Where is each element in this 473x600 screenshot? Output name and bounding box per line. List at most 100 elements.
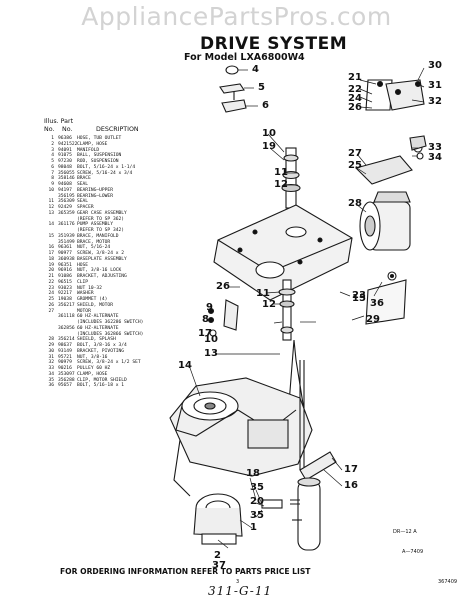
callout-label: 31 — [428, 80, 442, 91]
callout-label: 27 — [348, 148, 362, 159]
callout-label: 23 — [352, 290, 366, 301]
part-illus-no: 34 — [48, 371, 54, 377]
header-illus-part: Illus. Part — [44, 118, 74, 125]
part-illus-no: 33 — [48, 366, 54, 371]
part-number: 93023 — [58, 285, 72, 291]
part-illus-no: 10 — [48, 187, 54, 193]
part-illus-no: 3 — [51, 147, 54, 153]
part-description: SPACER — [77, 205, 94, 210]
part-number: 356055 — [58, 170, 75, 176]
callout-label: 33 — [428, 142, 442, 153]
callout-label: 17 — [344, 464, 358, 475]
part-illus-no: 29 — [48, 343, 54, 348]
callout-label: 10 — [262, 128, 276, 139]
part-description: CLAMP, HOSE — [77, 141, 108, 147]
part-illus-no: 6 — [51, 164, 54, 170]
doc-number: 367409 — [438, 579, 458, 585]
callout-label: 6 — [262, 100, 269, 111]
part-number: 95657 — [58, 383, 72, 389]
part-illus-no: 16 — [48, 245, 54, 251]
part-illus-no: 20 — [48, 268, 54, 274]
part-illus-no: 32 — [48, 360, 54, 366]
hose-tub-outlet — [297, 479, 321, 551]
part-description: CLIP — [77, 279, 89, 285]
part-number: 90216 — [58, 366, 72, 371]
part-illus-no: 14 — [48, 222, 54, 228]
part-number: 96386 — [58, 136, 72, 141]
part-description: NUT, 3/8-16 LOCK — [77, 268, 122, 274]
part-number: 365359 — [58, 210, 75, 216]
part-description: (REFER TO SP 342) — [77, 228, 125, 233]
part-illus-no: 19 — [48, 262, 54, 268]
callout-label: 17 — [198, 328, 212, 339]
part-description: GROMMET (4) — [77, 297, 108, 302]
part-number: 90979 — [58, 360, 72, 366]
header-no: No. — [44, 126, 55, 133]
callout-label: 35 — [250, 510, 264, 521]
part-illus-no: 31 — [48, 354, 54, 360]
callout-label: 9 — [206, 302, 213, 313]
part-description: HOSE — [77, 262, 89, 268]
part-number: 361176 — [58, 222, 75, 228]
callout-label: 26 — [348, 102, 362, 113]
part-description: BOLT, 3/8-16 x 3/4 — [77, 343, 127, 348]
part-description: BOLT, 5/16-24 x 1-1/4 — [77, 164, 136, 170]
part-number: 360938 — [58, 256, 75, 262]
part-illus-no: 36 — [48, 383, 54, 389]
callout-label: 18 — [246, 468, 260, 479]
part-description: BRACE, MOTOR — [77, 239, 111, 245]
part-illus-no: 11 — [48, 199, 54, 205]
page-title: DRIVE SYSTEM — [200, 34, 348, 54]
callout-label: 25 — [348, 160, 362, 171]
callout-label: 11 — [274, 167, 288, 178]
part-illus-no: 12 — [48, 205, 54, 210]
part-illus-no: 30 — [48, 348, 54, 354]
part-illus-no: 7 — [51, 170, 54, 176]
part-description: SEAL — [77, 199, 89, 205]
watermark: AppliancePartsPros.com — [81, 2, 392, 31]
part-number: 92429 — [58, 205, 72, 210]
part-description: NUT 10-32 — [77, 285, 102, 291]
callout-label: 2 — [214, 550, 221, 561]
callout-label: 14 — [178, 360, 192, 371]
part-number: 97230 — [58, 159, 72, 164]
part-illus-no: 9 — [51, 182, 54, 187]
part-description: PULLEY 60 HZ — [77, 366, 111, 371]
part-description: NUT, 3/8-16 — [77, 354, 108, 360]
part-number: 356214 — [58, 337, 75, 343]
part-number: 98048 — [58, 164, 72, 170]
callout-label: 8 — [202, 314, 209, 325]
part-number: 96361 — [58, 245, 72, 251]
seal-part-4 — [225, 65, 239, 75]
part-illus-no: 25 — [48, 297, 54, 302]
part-number: 94091 — [58, 147, 72, 153]
part-description: BRACE, MANIFOLD — [77, 233, 119, 239]
part-description: (REFER TO SP 362) — [77, 216, 125, 222]
callout-label: 13 — [204, 348, 218, 359]
part-description: SCREW, 3/8-24 x 1/2 SET — [77, 360, 141, 366]
part-illus-no: 18 — [48, 256, 54, 262]
part-description: HOSE, TUB OUTLET — [77, 136, 122, 141]
part-description: (INCLUDES 362286 SWITCH) — [77, 320, 144, 325]
part-number: 361118 — [58, 314, 75, 320]
part-description: BOLT, 5/16-18 x 1 — [77, 383, 125, 389]
part-description: SEAL — [77, 182, 89, 187]
part-illus-no: 24 — [48, 291, 54, 297]
handwritten-note: 311-G-11 — [208, 584, 273, 598]
part-description: BEARING—LOWER — [77, 193, 113, 199]
